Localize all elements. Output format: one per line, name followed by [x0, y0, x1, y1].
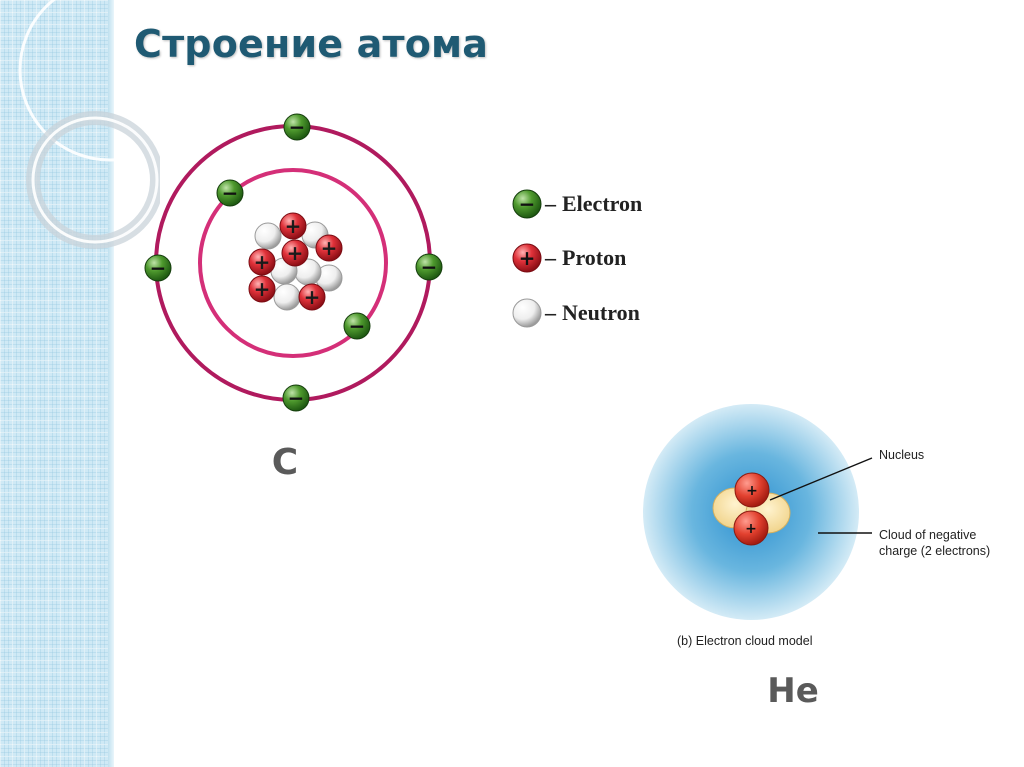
nucleus-pointer-line: [769, 457, 873, 501]
svg-text:+: +: [254, 250, 271, 274]
legend-electron: − – Electron: [512, 189, 642, 219]
svg-text:−: −: [421, 255, 438, 279]
electron-icon: [512, 189, 542, 219]
carbon-nucleus: + + + + + +: [248, 212, 343, 311]
legend-dash: –: [544, 300, 557, 325]
helium-proton: +: [734, 472, 770, 508]
svg-text:+: +: [254, 277, 271, 301]
legend-proton: + – Proton: [512, 243, 626, 273]
legend-dash: –: [544, 191, 557, 216]
svg-text:+: +: [519, 246, 536, 270]
cloud-label-line1: Cloud of negative: [879, 528, 976, 542]
legend: − – Electron + – Proton – Neutron: [512, 189, 642, 328]
decorative-rings: [18, 0, 160, 249]
neutron: [273, 283, 301, 311]
proton: +: [248, 248, 276, 276]
cloud-label-line2: charge (2 electrons): [879, 544, 990, 558]
electron: −: [415, 253, 443, 281]
neutron: [254, 222, 282, 250]
svg-text:−: −: [222, 181, 239, 205]
proton: +: [315, 234, 343, 262]
svg-text:−: −: [150, 256, 167, 280]
proton: +: [248, 275, 276, 303]
svg-text:+: +: [321, 236, 338, 260]
model-caption: (b) Electron cloud model: [677, 634, 812, 648]
electron: −: [282, 384, 310, 412]
svg-text:−: −: [288, 386, 305, 410]
carbon-symbol: C: [272, 442, 298, 483]
svg-text:+: +: [745, 521, 757, 537]
helium-proton: +: [733, 510, 769, 546]
proton: +: [279, 212, 307, 240]
sidebar-edge: [108, 0, 114, 767]
svg-text:+: +: [285, 214, 302, 238]
electron: −: [216, 179, 244, 207]
legend-neutron-label: Neutron: [562, 300, 640, 325]
svg-text:−: −: [289, 115, 306, 139]
legend-proton-label: Proton: [562, 245, 626, 270]
proton: +: [281, 239, 309, 267]
helium-model: + + Nucleus Cloud of negative charge (2 …: [643, 404, 990, 648]
svg-text:+: +: [746, 483, 758, 499]
electron: −: [144, 254, 172, 282]
proton: +: [298, 283, 326, 311]
proton-icon: [512, 243, 542, 273]
svg-text:−: −: [349, 314, 366, 338]
svg-text:+: +: [287, 241, 304, 265]
svg-text:+: +: [304, 285, 321, 309]
legend-neutron: – Neutron: [512, 298, 640, 328]
helium-symbol: He: [767, 671, 819, 711]
inner-orbit: [198, 168, 388, 358]
nucleus-label: Nucleus: [879, 448, 924, 462]
legend-electron-label: Electron: [562, 191, 642, 216]
electron: −: [283, 113, 311, 141]
page-title: Строение атома: [134, 22, 489, 66]
electron: −: [343, 312, 371, 340]
svg-text:−: −: [519, 192, 536, 216]
neutron-icon: [512, 298, 542, 328]
legend-dash: –: [544, 245, 557, 270]
